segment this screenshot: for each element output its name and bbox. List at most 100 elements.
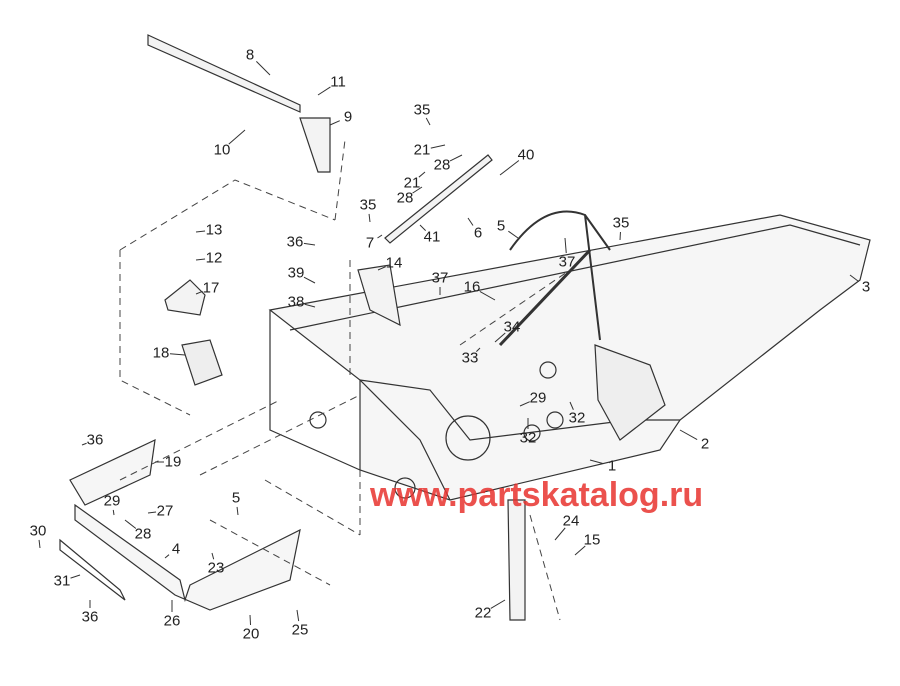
leader-line — [38, 539, 41, 549]
leader-line — [679, 429, 698, 441]
leader-line — [377, 234, 383, 239]
leader-line — [377, 266, 386, 271]
callout-9[interactable]: 9 — [343, 108, 353, 126]
leader-line — [70, 574, 81, 579]
leader-line — [112, 509, 115, 516]
leader-line — [479, 290, 496, 301]
callout-5[interactable]: 5 — [496, 217, 506, 235]
callout-17[interactable]: 17 — [202, 279, 220, 297]
leader-line — [228, 129, 246, 145]
leader-line — [476, 347, 481, 352]
watermark: www.partskatalog.ru — [370, 476, 704, 514]
callout-12[interactable]: 12 — [205, 249, 223, 267]
leader-line — [569, 401, 574, 410]
main-frame — [59, 34, 871, 621]
callout-25[interactable]: 25 — [291, 621, 309, 639]
leader-line — [368, 213, 371, 223]
callout-24[interactable]: 24 — [562, 512, 580, 530]
leader-line — [195, 258, 206, 261]
leader-line — [449, 154, 463, 162]
callout-18[interactable]: 18 — [152, 344, 170, 362]
callout-31[interactable]: 31 — [53, 572, 71, 590]
leader-line — [499, 160, 520, 176]
callout-36[interactable]: 36 — [286, 233, 304, 251]
leader-line — [303, 242, 316, 246]
callout-33[interactable]: 33 — [461, 349, 479, 367]
leader-line — [574, 545, 586, 556]
callout-16[interactable]: 16 — [463, 278, 481, 296]
leader-line — [564, 237, 567, 254]
callout-20[interactable]: 20 — [242, 625, 260, 643]
leader-line — [418, 171, 426, 178]
leader-line — [304, 303, 316, 308]
leader-line — [195, 290, 203, 295]
callout-7[interactable]: 7 — [365, 234, 375, 252]
leader-line — [519, 401, 530, 407]
callout-26[interactable]: 26 — [163, 612, 181, 630]
leader-line — [508, 230, 519, 239]
callout-30[interactable]: 30 — [29, 522, 47, 540]
leader-line — [195, 230, 206, 233]
leader-line — [147, 511, 157, 514]
callout-5[interactable]: 5 — [231, 489, 241, 507]
leader-line — [412, 186, 423, 194]
leader-line — [419, 224, 426, 231]
leader-line — [494, 332, 506, 343]
callout-29[interactable]: 29 — [103, 492, 121, 510]
leader-line — [249, 614, 252, 626]
leader-lines — [38, 61, 860, 626]
callout-38[interactable]: 38 — [287, 293, 305, 311]
callout-11[interactable]: 11 — [330, 73, 346, 91]
callout-3[interactable]: 3 — [861, 278, 871, 296]
callout-13[interactable]: 13 — [205, 221, 223, 239]
callout-40[interactable]: 40 — [517, 146, 535, 164]
callout-36[interactable]: 36 — [86, 431, 104, 449]
callout-8[interactable]: 8 — [245, 46, 255, 64]
callout-23[interactable]: 23 — [207, 559, 225, 577]
callout-2[interactable]: 2 — [700, 435, 710, 453]
leader-line — [303, 276, 316, 284]
callout-36[interactable]: 36 — [81, 608, 99, 626]
callout-15[interactable]: 15 — [583, 531, 601, 549]
callout-6[interactable]: 6 — [473, 224, 483, 242]
leader-line — [589, 459, 604, 465]
leader-line — [124, 519, 137, 529]
leader-line — [425, 117, 431, 126]
callout-35[interactable]: 35 — [359, 196, 377, 214]
dashed-assembly-lines — [119, 139, 571, 621]
leader-line — [467, 217, 474, 226]
callout-22[interactable]: 22 — [474, 604, 492, 622]
callout-14[interactable]: 14 — [385, 254, 403, 272]
leader-line — [296, 609, 300, 622]
callout-39[interactable]: 39 — [287, 264, 305, 282]
callout-32[interactable]: 32 — [568, 409, 586, 427]
callout-19[interactable]: 19 — [164, 453, 182, 471]
leader-line — [164, 554, 170, 559]
callout-28[interactable]: 28 — [433, 156, 451, 174]
leader-line — [430, 144, 446, 149]
leader-line — [554, 527, 566, 541]
callout-32[interactable]: 32 — [519, 429, 537, 447]
callout-28[interactable]: 28 — [396, 189, 414, 207]
callout-27[interactable]: 27 — [156, 502, 174, 520]
callout-21[interactable]: 21 — [403, 174, 421, 192]
callout-4[interactable]: 4 — [171, 540, 181, 558]
leader-line — [849, 274, 860, 283]
leader-line — [329, 120, 340, 126]
callout-28[interactable]: 28 — [134, 525, 152, 543]
leader-line — [317, 86, 331, 96]
callout-1[interactable]: 1 — [607, 457, 617, 475]
callout-37[interactable]: 37 — [558, 253, 576, 271]
callout-41[interactable]: 41 — [423, 228, 441, 246]
callout-35[interactable]: 35 — [612, 214, 630, 232]
leader-line — [81, 442, 87, 446]
callout-21[interactable]: 21 — [413, 141, 431, 159]
callout-34[interactable]: 34 — [503, 318, 521, 336]
callout-35[interactable]: 35 — [413, 101, 431, 119]
leader-line — [169, 353, 186, 356]
callout-37[interactable]: 37 — [431, 269, 449, 287]
callout-10[interactable]: 10 — [213, 141, 231, 159]
callout-29[interactable]: 29 — [529, 389, 547, 407]
